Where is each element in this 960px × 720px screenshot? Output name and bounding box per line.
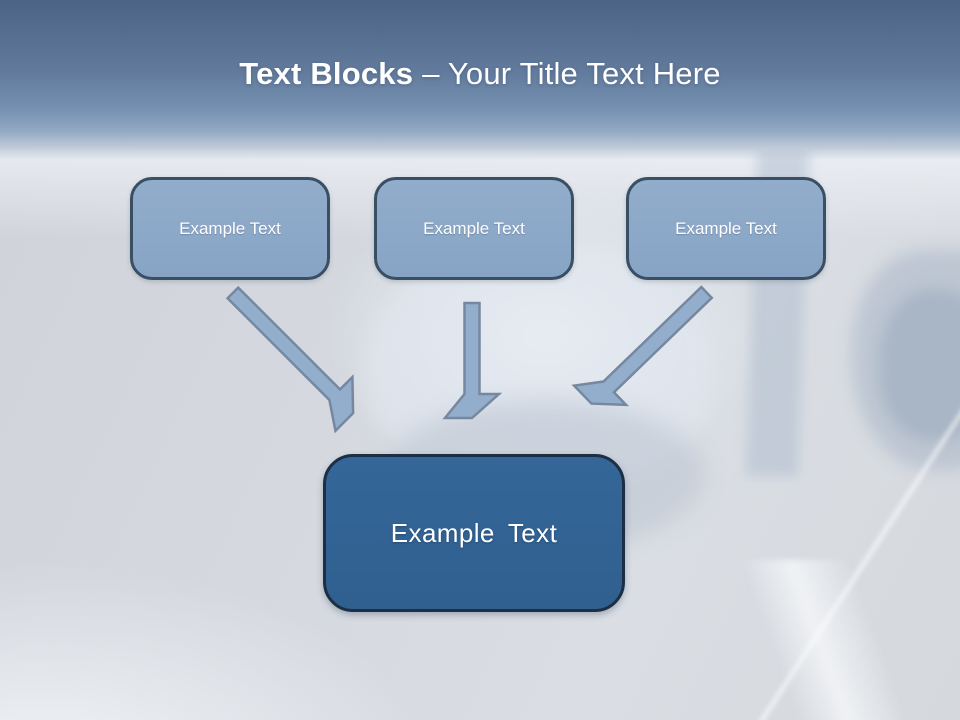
center-text-block-label: Example Text bbox=[390, 517, 558, 548]
text-block-3: Example Text bbox=[626, 177, 826, 280]
text-block-1: Example Text bbox=[130, 177, 330, 280]
center-text-block: Example Text bbox=[323, 454, 625, 612]
slide-title: Text Blocks– Your Title Text Here bbox=[0, 56, 960, 92]
text-block-2: Example Text bbox=[374, 177, 574, 280]
text-block-2-label: Example Text bbox=[423, 218, 525, 238]
title-subtitle: – Your Title Text Here bbox=[422, 56, 721, 91]
text-block-3-label: Example Text bbox=[675, 218, 777, 238]
text-block-1-label: Example Text bbox=[179, 218, 281, 238]
car-body-reflection bbox=[620, 560, 960, 720]
header-band bbox=[0, 0, 960, 160]
car-side-mirror-glass bbox=[880, 290, 960, 440]
title-emphasis: Text Blocks bbox=[239, 56, 414, 91]
